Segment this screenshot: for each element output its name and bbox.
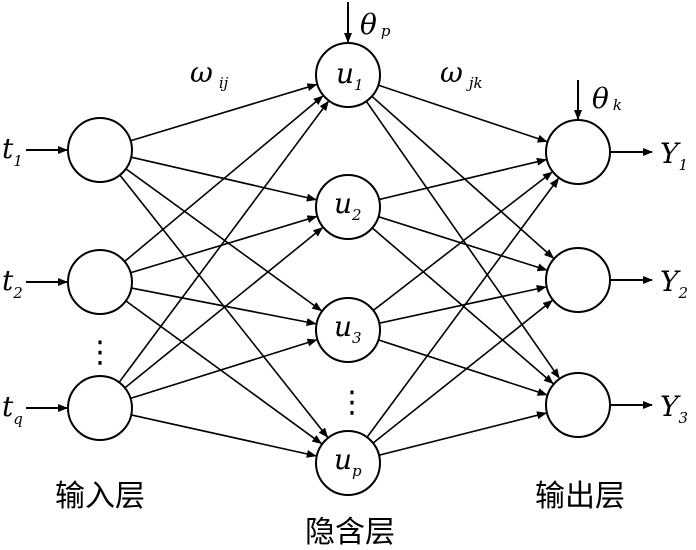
hidden-ellipsis: ⋮: [337, 385, 367, 420]
edge-input-1-hidden-1: [130, 83, 318, 142]
hidden-node-2: [315, 174, 381, 240]
input-layer-label: 输入层: [55, 479, 145, 514]
edge-hidden-2-output-2: [378, 215, 548, 272]
connections: [118, 83, 560, 458]
hidden-node-3-label: u3: [334, 310, 362, 347]
output-node-2: [545, 247, 611, 313]
input-node-2: [67, 249, 133, 315]
edge-hidden-3-output-3: [378, 339, 548, 396]
edge-input-1-hidden-3: [125, 168, 323, 312]
hidden-node-p-label: up: [334, 443, 362, 480]
edge-hidden-1-output-3: [365, 100, 560, 379]
hidden-node-2-label: u2: [334, 187, 362, 224]
edge-hidden-3-output-2: [379, 285, 547, 324]
edge-input-2-hidden-1: [124, 95, 324, 263]
output-label-3: Y3: [660, 390, 688, 427]
input-layer: ⋮: [67, 117, 133, 441]
output-label-2: Y2: [660, 265, 688, 302]
output-layer-label: 输出层: [535, 479, 625, 514]
input-node-1: [67, 117, 133, 183]
edge-input-2-hidden-3: [131, 287, 317, 326]
hidden-layer: ⋮ u1 u2 u3 up: [315, 42, 381, 496]
edge-hidden-2-output-1: [378, 157, 547, 201]
hidden-node-1-label: u1: [336, 57, 364, 94]
output-signals: Y1 Y2 Y3: [610, 137, 688, 427]
edge-input-3-hidden-4: [131, 414, 317, 458]
edge-input-3-hidden-1: [118, 100, 329, 383]
edge-hidden-4-output-3: [378, 411, 547, 456]
hidden-node-1: [315, 42, 381, 108]
hidden-node-3: [315, 297, 381, 363]
hidden-layer-label: 隐含层: [305, 515, 395, 550]
hidden-node-p: [315, 430, 381, 496]
edge-input-2-hidden-4: [125, 300, 323, 445]
input-signals: t1 t2 tq: [2, 132, 68, 428]
edge-hidden-4-output-1: [366, 177, 560, 438]
edge-input-2-hidden-2: [130, 215, 318, 274]
edge-hidden-1-output-1: [378, 84, 548, 143]
output-node-3: [545, 372, 611, 438]
edge-input-3-hidden-2: [124, 227, 324, 389]
input-node-q: [67, 375, 133, 441]
edge-hidden-3-output-1: [372, 171, 553, 312]
output-layer: [545, 119, 611, 438]
output-label-1: Y1: [660, 137, 688, 174]
edge-input-3-hidden-3: [130, 338, 318, 400]
input-label-1: t1: [2, 132, 23, 170]
output-node-1: [545, 119, 611, 185]
input-ellipsis: ⋮: [85, 335, 115, 370]
input-label-2: t2: [2, 264, 23, 302]
input-label-q: tq: [2, 390, 23, 428]
edge-hidden-1-output-2: [371, 95, 555, 259]
edge-hidden-4-output-2: [372, 299, 553, 444]
